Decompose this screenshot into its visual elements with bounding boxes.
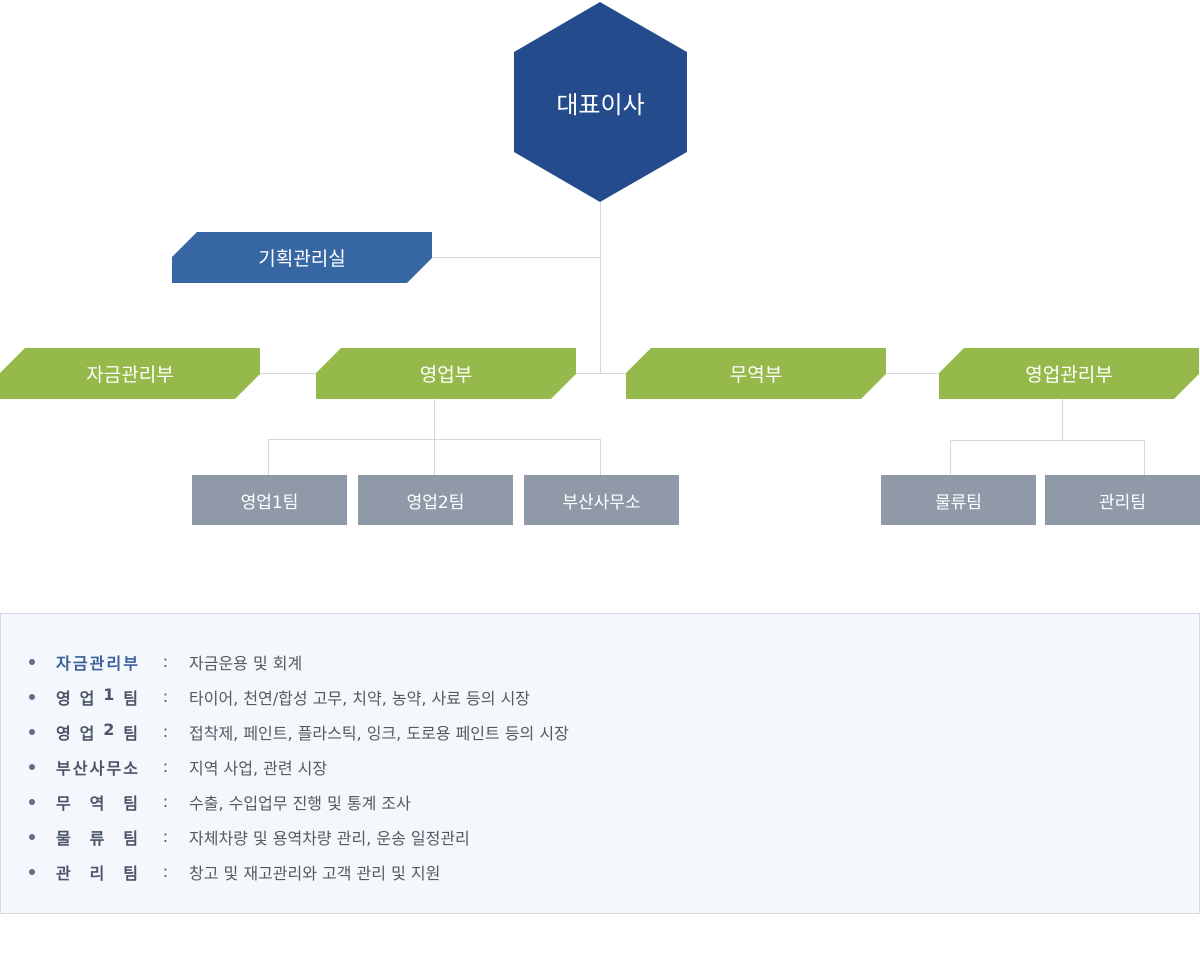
description-term-char: 팀 [123,793,138,813]
description-term-char: 자 [56,653,71,673]
description-term-char: 1 [103,684,115,704]
dept-node-shape-trade[interactable] [626,348,886,399]
team-node-shape-logistics[interactable] [881,475,1036,525]
description-term-char: 부 [123,653,138,673]
description-separator: : [162,792,169,811]
description-separator: : [162,722,169,741]
bullet-icon [29,868,35,875]
description-term-char: 사 [89,758,105,778]
description-term-char: 팀 [123,723,138,743]
dept-node-shape-fund[interactable] [0,348,260,399]
description-term-char: 업 [79,723,95,743]
bullet-icon [29,833,35,840]
description-term-char: 팀 [123,688,138,708]
description-term-char: 2 [103,719,115,739]
bullet-icon [29,658,35,665]
description-term-char: 금 [72,653,88,673]
description-term-char: 팀 [123,828,138,848]
bullet-icon [29,763,35,770]
description-term-char: 영 [56,723,71,743]
description-term-char: 부 [56,758,71,778]
team-node-shape-sales1[interactable] [192,475,347,525]
description-term-char: 역 [89,793,105,813]
description-separator: : [162,862,169,881]
description-text: 지역 사업, 관련 시장 [189,758,328,778]
description-term-char: 관 [89,653,105,673]
description-separator: : [162,652,169,671]
description-term-char: 리 [106,653,122,673]
description-term-char: 관 [56,863,71,883]
org-chart-lines [0,2,1200,525]
description-term-char: 리 [89,863,105,883]
planning-node-shape[interactable] [172,232,432,283]
description-term-char: 무 [106,758,122,778]
description-text: 자금운용 및 회계 [189,653,303,673]
description-text: 접착제, 페인트, 플라스틱, 잉크, 도로용 페인트 등의 시장 [189,723,569,743]
org-chart: 대표이사 기획관리실 자금관리부 영업부 무역부 영업관리부 영업1팀 영업2팀… [0,2,1200,525]
description-text: 자체차량 및 용역차량 관리, 운송 일정관리 [189,828,470,848]
description-separator: : [162,687,169,706]
description-separator: : [162,827,169,846]
team-node-shape-management[interactable] [1045,475,1200,525]
description-text: 수출, 수입업무 진행 및 통계 조사 [189,793,411,813]
description-text: 창고 및 재고관리와 고객 관리 및 지원 [189,863,441,883]
description-term-char: 팀 [123,863,138,883]
dept-node-shape-sales[interactable] [316,348,576,399]
team-node-shape-busan[interactable] [524,475,679,525]
team-node-shape-sales2[interactable] [358,475,513,525]
description-term-char: 소 [123,758,138,778]
description-separator: : [162,757,169,776]
ceo-hexagon[interactable] [514,2,687,202]
description-term-char: 무 [56,793,71,813]
bullet-icon [29,728,35,735]
description-text: 타이어, 천연/합성 고무, 치약, 농약, 사료 등의 시장 [189,688,531,708]
dept-node-shape-admin[interactable] [939,348,1199,399]
description-term-char: 물 [56,828,71,848]
description-term-char: 업 [79,688,95,708]
description-term-char: 산 [72,758,88,778]
description-term-char: 류 [89,828,105,848]
bullet-icon [29,693,35,700]
bullet-icon [29,798,35,805]
description-term-char: 영 [56,688,71,708]
